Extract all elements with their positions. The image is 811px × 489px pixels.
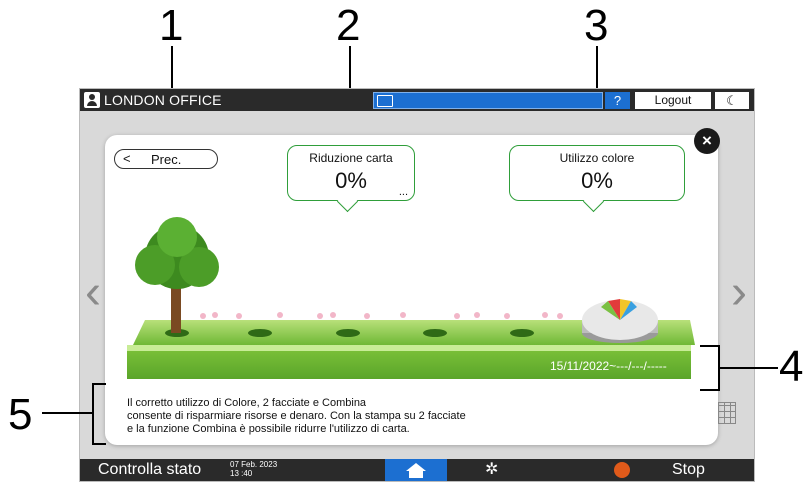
date: 07 Feb. 2023 — [230, 460, 278, 469]
check-status-button[interactable]: Controlla stato — [98, 461, 202, 478]
color-usage-bubble[interactable]: Utilizzo colore 0% — [509, 145, 685, 213]
help-button[interactable]: ? — [605, 92, 630, 109]
chevron-right-icon[interactable]: › — [731, 266, 747, 319]
prev-label: Prec. — [151, 152, 182, 167]
color-usage-title: Utilizzo colore — [559, 151, 635, 165]
top-bar: LONDON OFFICE ? Logout ☾ — [80, 89, 754, 111]
message-line: e la funzione Combina è possibile ridurr… — [127, 423, 410, 435]
close-icon[interactable]: × — [694, 128, 720, 154]
message-line: Il corretto utilizzo di Colore, 2 faccia… — [127, 397, 367, 409]
callout-line-5 — [42, 412, 92, 414]
bottom-bar: Controlla stato 07 Feb. 2023 13 :40 ✲ St… — [80, 459, 754, 481]
prev-button[interactable]: < Prec. — [114, 149, 218, 169]
pie-chart-icon — [582, 299, 658, 343]
callout-number-5: 5 — [8, 390, 33, 439]
date-range: 15/11/2022~---/---/----- — [550, 359, 667, 373]
callout-number-3: 3 — [584, 1, 609, 50]
grid-icon[interactable] — [718, 402, 736, 424]
paper-reduction-more: ... — [398, 186, 408, 198]
logout-button[interactable]: Logout — [635, 92, 711, 109]
stop-icon — [614, 462, 630, 478]
message-line: consente di risparmiare risorse e denaro… — [127, 410, 466, 422]
callout-number-4: 4 — [779, 342, 804, 391]
stop-button[interactable]: Stop — [672, 461, 705, 478]
paper-reduction-title: Riduzione carta — [309, 151, 393, 165]
tree-icon — [135, 217, 219, 333]
moon-icon[interactable]: ☾ — [715, 92, 749, 109]
office-name: LONDON OFFICE — [104, 92, 222, 108]
paper-reduction-bubble[interactable]: Riduzione carta 0% ... — [287, 145, 415, 213]
bracket-5-bottom — [92, 443, 106, 445]
date-time: 07 Feb. 2023 13 :40 — [230, 460, 277, 478]
home-icon — [406, 463, 426, 478]
bracket-5-top — [92, 383, 106, 385]
eco-illustration — [127, 217, 695, 379]
user-icon — [84, 92, 100, 108]
chevron-left-icon[interactable]: ‹ — [85, 266, 101, 319]
bracket-4-top — [700, 345, 720, 347]
home-button[interactable] — [385, 459, 447, 481]
callout-number-1: 1 — [159, 1, 184, 50]
device-screen: LONDON OFFICE ? Logout ☾ ‹ › < Prec. Rid… — [79, 88, 755, 482]
gear-icon[interactable]: ✲ — [485, 461, 499, 478]
monitor-button[interactable] — [373, 92, 603, 109]
bracket-5 — [92, 383, 94, 445]
bracket-4-bottom — [700, 389, 720, 391]
color-usage-value: 0% — [581, 168, 613, 193]
chevron-left-icon: < — [123, 151, 131, 166]
callout-number-2: 2 — [336, 1, 361, 50]
bracket-4 — [718, 345, 720, 391]
paper-reduction-value: 0% — [335, 168, 367, 193]
time: 13 :40 — [230, 469, 253, 478]
callout-line-4 — [720, 367, 778, 369]
eco-card: < Prec. Riduzione carta 0% ... Utilizzo … — [105, 128, 720, 445]
monitor-icon — [377, 95, 393, 107]
info-message: Il corretto utilizzo di Colore, 2 faccia… — [127, 397, 466, 436]
